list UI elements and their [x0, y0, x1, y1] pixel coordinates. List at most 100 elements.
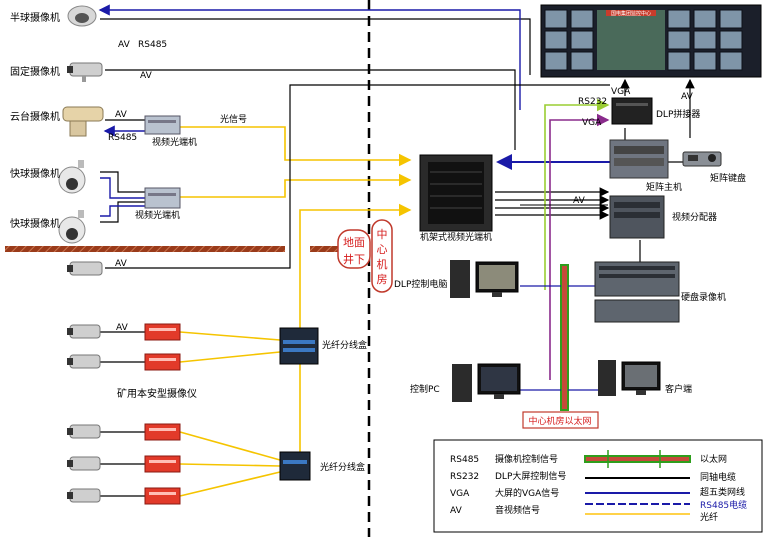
mine-camera-icon [67, 424, 101, 439]
label-av-3: AV [115, 110, 128, 120]
zone-label-center-char: 心 [377, 243, 388, 256]
wire-mine-3f [179, 431, 281, 461]
fiber-box-2-icon [279, 451, 311, 481]
legend-code: RS232 [450, 472, 479, 482]
monitor-tile [544, 9, 568, 29]
rack-transceiver-icon [419, 154, 493, 232]
zone-label-surface: 地面 [343, 236, 365, 249]
label-rs232: RS232 [578, 97, 607, 107]
label-half-dome: 半球摄像机 [10, 11, 60, 24]
zone-label-center-char: 房 [377, 273, 388, 286]
wire-av-4 [105, 84, 610, 269]
label-control-pc: 控制PC [410, 383, 440, 395]
label-transceiver-1: 视频光端机 [152, 136, 197, 148]
label-rs485-1: RS485 [138, 40, 167, 50]
label-client: 客户端 [665, 383, 692, 395]
label-fiber-box-2: 光纤分线盒 [320, 461, 365, 473]
mine-camera-icon [67, 456, 101, 471]
wire-speed-2 [100, 201, 145, 223]
label-dlp-pc: DLP控制电脑 [394, 278, 447, 290]
monitor-tile [719, 51, 743, 71]
wire-mine-5f [179, 471, 281, 497]
legend-code: AV [450, 506, 463, 516]
wire-vga [549, 113, 610, 380]
ground-line-right [310, 246, 350, 252]
zone-label-center-char: 机 [377, 257, 388, 271]
ethernet-label-box [522, 411, 599, 429]
mine-transceiver-icon [144, 423, 181, 441]
monitor-tile [667, 51, 691, 71]
ptz-camera-icon [62, 106, 104, 137]
label-dlp-splicer: DLP拼接器 [656, 108, 700, 120]
wire-speed-1b [100, 177, 145, 199]
wire-rs232 [544, 98, 610, 290]
legend-code: VGA [450, 489, 470, 499]
label-rs485-2: RS485 [108, 133, 137, 143]
label-mine-cameras: 矿用本安型摄像仪 [117, 387, 197, 400]
mine-camera-icon [67, 488, 101, 503]
legend-desc: 音视频信号 [495, 504, 540, 516]
matrix-host-icon [609, 139, 669, 179]
legend-line-type: 光纤 [700, 511, 718, 523]
zone-label-center-char: 中 [377, 228, 388, 241]
label-dvr: 硬盘录像机 [681, 291, 726, 303]
label-speed-dome-1: 快球摄像机 [10, 167, 60, 180]
legend-line-type: 同轴电缆 [700, 471, 736, 483]
dlp-pc-icon [450, 260, 519, 298]
monitor-tile [544, 51, 568, 71]
wire-mine-1f [179, 331, 281, 341]
label-av-right: AV [681, 92, 694, 102]
label-matrix-host: 矩阵主机 [646, 181, 682, 193]
monitor-tile [693, 9, 717, 29]
legend-line-type: 超五类网线 [700, 486, 745, 498]
label-fiber-box-1: 光纤分线盒 [322, 339, 367, 351]
monitor-tile [693, 30, 717, 50]
fiber-transceiver-2-icon [144, 187, 181, 209]
mine-transceiver-icon [144, 487, 181, 505]
monitor-tile [667, 30, 691, 50]
speed-dome-camera-icon-2 [58, 210, 86, 244]
mine-transceiver-icon [144, 353, 181, 371]
monitor-tile [693, 51, 717, 71]
label-av-2: AV [140, 71, 153, 81]
monitor-tile [719, 30, 743, 50]
monitor-tile [667, 9, 691, 29]
legend-desc: DLP大屏控制信号 [495, 470, 566, 482]
monitor-tile [719, 9, 743, 29]
fiber-transceiver-1-icon [144, 115, 181, 135]
label-matrix-keyboard: 矩阵键盘 [710, 172, 746, 184]
label-optical: 光信号 [220, 113, 247, 125]
legend-line-type: 以太网 [700, 453, 727, 465]
wire-speed-2b [100, 205, 145, 217]
control-pc-icon [452, 363, 521, 402]
mine-transceiver-icon [144, 455, 181, 473]
wire-av-1 [100, 18, 531, 75]
fiber-box-1-icon [279, 327, 319, 365]
wire-rs485-1 [98, 4, 521, 110]
mine-camera-icon [67, 354, 101, 369]
label-av-1: AV [118, 40, 131, 50]
wire-optical-2 [180, 173, 412, 198]
fixed-camera-icon [67, 62, 103, 82]
dvr-icon [594, 261, 680, 323]
monitor-wall-banner: 国电集团监控中心 [611, 10, 651, 17]
monitor-tile [570, 30, 594, 50]
label-fixed: 固定摄像机 [10, 65, 60, 78]
label-av-mine: AV [116, 323, 129, 333]
legend-code: RS485 [450, 455, 479, 465]
label-vga-top: VGA [611, 87, 631, 97]
monitor-tile [570, 51, 594, 71]
ethernet-bus [560, 264, 569, 411]
matrix-keyboard-icon [682, 151, 722, 167]
wire-mine-2f [179, 351, 281, 363]
wire-mine-4f [179, 463, 281, 467]
label-vga-2: VGA [582, 118, 602, 128]
legend-desc: 摄像机控制信号 [495, 453, 558, 465]
dlp-splicer-icon [611, 97, 653, 125]
label-speed-dome-2: 快球摄像机 [10, 217, 60, 230]
speed-dome-camera-icon-1 [58, 160, 86, 194]
client-icon [598, 360, 661, 396]
video-distributor-icon [609, 195, 665, 239]
